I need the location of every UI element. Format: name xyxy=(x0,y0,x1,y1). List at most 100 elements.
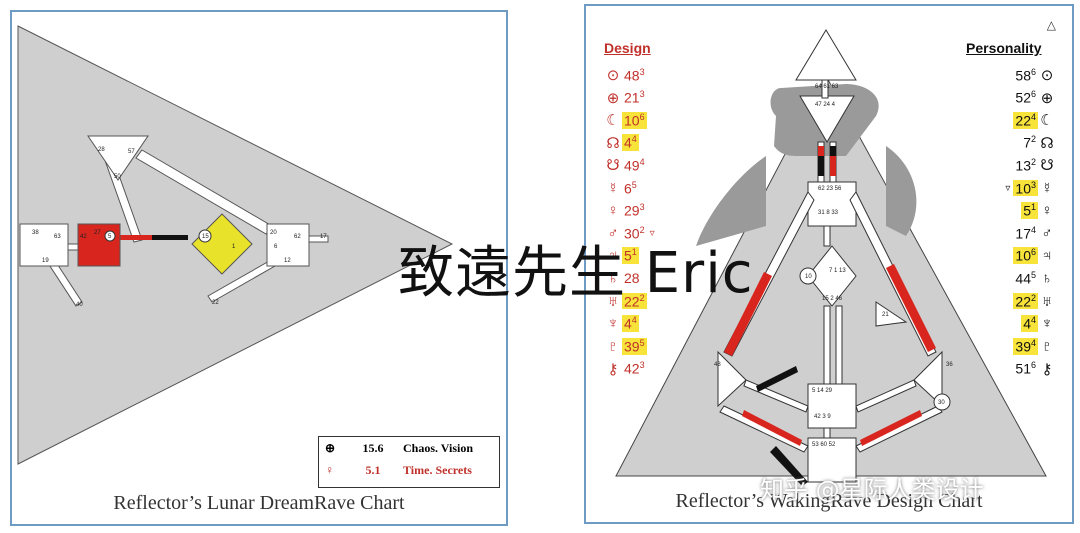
lunar-dreamrave-panel: 28 57 50 38 63 19 40 42 27 5 15 1 20 62 … xyxy=(10,10,508,526)
planet-icon: ⚷ xyxy=(1041,360,1053,378)
gate-label: 27 xyxy=(94,230,101,236)
personality-header: Personality xyxy=(966,40,1042,56)
personality-activation: 44♆ xyxy=(1021,313,1056,335)
personality-activation: 526⊕ xyxy=(1013,87,1056,109)
gate-label: 40 xyxy=(76,302,83,308)
gate-label: 28 xyxy=(98,147,105,153)
channel-black xyxy=(152,235,188,240)
design-activation: ⚷ 423 xyxy=(604,358,647,380)
gate-line: 395 xyxy=(622,337,647,355)
design-activation: ♀293 xyxy=(604,200,647,222)
gate-line: 586 xyxy=(1015,66,1036,84)
design-activation: ☊44 xyxy=(604,132,639,154)
earth-icon: ⊕ xyxy=(325,440,336,455)
gate-label: 57 xyxy=(128,149,135,155)
planet-icon: ☊ xyxy=(1040,134,1054,152)
gate-label: 42 xyxy=(80,234,87,240)
personality-activation: 516 ⚷ xyxy=(1013,358,1056,380)
gate-line: 44 xyxy=(622,134,639,152)
legend-label: Chaos. Vision xyxy=(403,440,474,455)
svg-text:48: 48 xyxy=(714,362,721,368)
personality-activation: 222♅ xyxy=(1013,290,1056,312)
gate-line: 51 xyxy=(622,247,639,265)
planet-icon: ☊ xyxy=(606,134,620,152)
right-caption: Reflector’s WakingRave Design Chart xyxy=(675,490,983,512)
design-header: Design xyxy=(604,40,651,56)
gate-label: 15 xyxy=(202,234,209,240)
design-activation: ☋494 xyxy=(604,154,647,176)
center-root xyxy=(807,437,857,483)
gate-line: 132 xyxy=(1015,157,1036,174)
gate-line: 106 xyxy=(1013,247,1038,265)
personality-activation: ▿103☿ xyxy=(1002,177,1056,199)
planet-icon: ♆ xyxy=(607,315,619,333)
planet-icon: ⊕ xyxy=(606,89,620,107)
marker-icon: ▿ xyxy=(649,227,655,239)
personality-activation: 586⊙ xyxy=(1013,64,1056,86)
gate-label: 38 xyxy=(32,230,39,236)
svg-text:21: 21 xyxy=(882,312,889,318)
svg-text:62 23 56: 62 23 56 xyxy=(818,186,842,192)
planet-icon: ♅ xyxy=(607,292,619,310)
gate-line: 103 xyxy=(1013,179,1038,197)
gate-label: 20 xyxy=(270,230,277,236)
planet-icon: ☾ xyxy=(606,112,620,130)
design-activation: ♅222 xyxy=(604,290,647,312)
center-heart xyxy=(875,301,908,327)
gate-line: 213 xyxy=(624,89,645,106)
planet-icon: ♃ xyxy=(607,247,619,265)
planet-icon: ♇ xyxy=(1041,337,1053,355)
gate-line: 72 xyxy=(1023,134,1036,152)
gate-line: 483 xyxy=(624,66,645,84)
center-red-box xyxy=(77,223,121,267)
personality-activation: 132☋ xyxy=(1013,154,1056,176)
gate-line: 28 xyxy=(624,270,640,287)
venus-icon: ♀ xyxy=(325,462,334,477)
personality-activation: 224☾ xyxy=(1013,109,1056,131)
gate-line: 445 xyxy=(1015,270,1036,287)
planet-icon: ♃ xyxy=(1041,247,1053,265)
center-left-box xyxy=(19,223,69,267)
planet-icon: ♀ xyxy=(1041,202,1053,220)
gate-label: 5 xyxy=(108,234,112,240)
gate-line: 222 xyxy=(1013,292,1038,310)
gate-label: 62 xyxy=(294,234,301,240)
planet-icon: ⊙ xyxy=(606,67,620,84)
svg-text:64 61 63: 64 61 63 xyxy=(815,84,839,90)
planet-icon: ♆ xyxy=(1041,315,1053,333)
gate-line: 174 xyxy=(1015,224,1036,242)
gate-line: 526 xyxy=(1015,89,1036,106)
center-top-triangle xyxy=(87,135,149,181)
gate-line: 44 xyxy=(622,315,639,332)
design-activation: ♂302▿ xyxy=(604,222,658,244)
planet-icon: ☿ xyxy=(607,179,619,197)
gate-label: 6 xyxy=(274,244,278,250)
gate-line: 65 xyxy=(624,179,637,197)
gate-label: 12 xyxy=(284,258,291,264)
planet-icon: ♅ xyxy=(1041,292,1053,310)
legend-row: ⊕ 15.6 Chaos. Vision xyxy=(319,437,499,459)
personality-activation: 445♄ xyxy=(1013,267,1056,289)
channel-red xyxy=(118,235,184,240)
gate-label: 17 xyxy=(320,234,327,240)
gate-label: 63 xyxy=(54,234,61,240)
planet-icon: ⚷ xyxy=(607,360,619,378)
planet-icon: ☋ xyxy=(606,157,620,175)
logo-icon: △ xyxy=(1046,18,1056,32)
gate-label: 22 xyxy=(212,300,219,306)
design-activation: ⊕213 xyxy=(604,87,647,109)
gate-line: 44 xyxy=(1021,315,1038,332)
gate-label: 50 xyxy=(114,174,121,180)
gate-line: 516 xyxy=(1015,360,1036,378)
center-g xyxy=(807,245,857,307)
marker-icon: ▿ xyxy=(1005,182,1011,194)
gate-line: 423 xyxy=(624,360,645,378)
personality-activation: 72☊ xyxy=(1021,132,1056,154)
bodygraph-diagram: 64 61 63 47 24 4 62 23 56 31 8 33 7 1 13… xyxy=(615,29,1047,486)
planet-icon: ♇ xyxy=(607,337,619,355)
source-watermark: 知乎 @星际人类设计 xyxy=(760,476,984,504)
gate-line: 293 xyxy=(624,202,645,219)
svg-text:36: 36 xyxy=(946,362,953,368)
planet-icon: ☋ xyxy=(1040,157,1054,175)
legend-value: 5.1 xyxy=(365,462,381,477)
